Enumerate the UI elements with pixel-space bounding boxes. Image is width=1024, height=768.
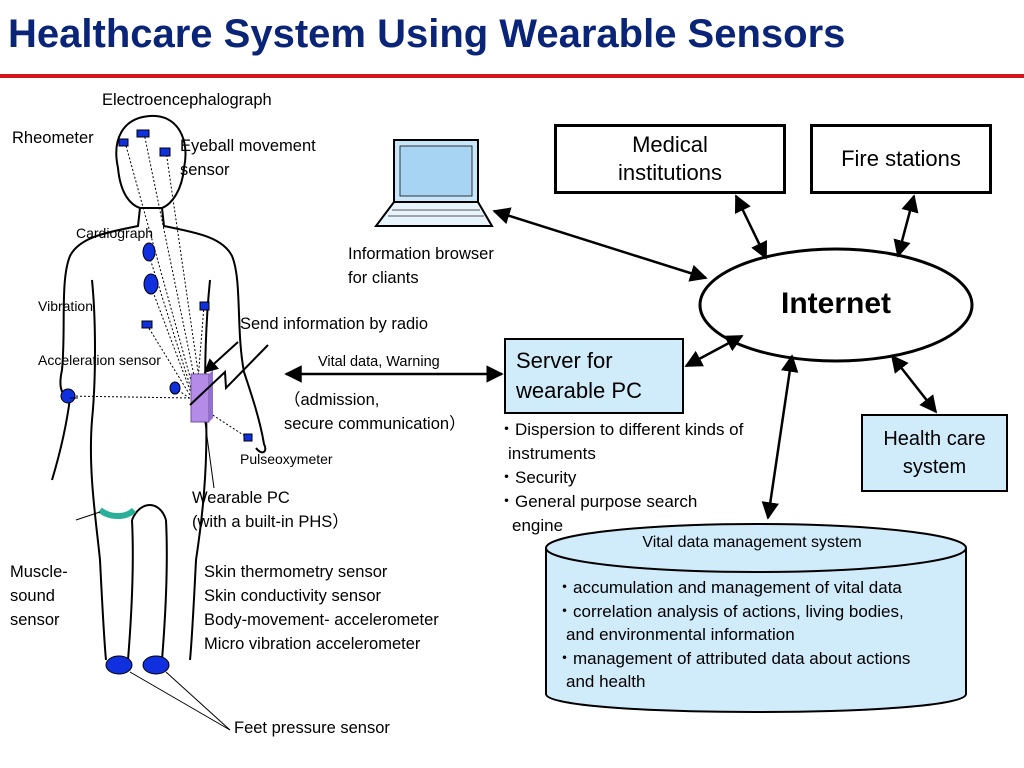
vdm-item: and health: [566, 672, 646, 691]
title-rule: [0, 74, 1024, 78]
label-wearable-pc: Wearable PC (with a built-in PHS）: [192, 486, 349, 534]
wearable-pc-device: [190, 370, 213, 423]
radio-signal-icon: [189, 344, 269, 406]
label-admission: （admission, secure communication）: [284, 388, 466, 436]
human-body-figure: [51, 114, 267, 661]
right-foot-sensor: [142, 655, 170, 675]
label-muscle-sound-sensor: Muscle- sound sensor: [10, 560, 68, 632]
label-wearable-pc-line2: (with a built-in PHS）: [192, 513, 349, 531]
label-feet-pressure-sensor: Feet pressure sensor: [234, 719, 390, 737]
node-fire-stations: Fire stations: [810, 124, 992, 194]
server-feature-item: engine: [512, 516, 564, 535]
label-rheometer: Rheometer: [12, 129, 94, 147]
node-fire-label: Fire stations: [841, 146, 961, 171]
label-information-browser: Information browser for cliants: [348, 242, 494, 290]
label-admission-line2: secure communication）: [284, 415, 466, 433]
eeg-sensor: [136, 129, 150, 138]
label-wearable-pc-line1: Wearable PC: [192, 489, 290, 507]
cardiograph-sensor-2: [143, 273, 159, 295]
node-server-line2: wearable PC: [516, 378, 642, 403]
skin-sensor-item: Skin conductivity sensor: [204, 587, 381, 605]
node-medical-institutions: Medical institutions: [554, 124, 786, 194]
label-muscle-line2: sound: [10, 587, 55, 605]
server-feature-item: instruments: [508, 444, 596, 463]
page-title: Healthcare System Using Wearable Sensors: [8, 12, 846, 56]
vital-data-management-title: Vital data management system: [642, 534, 862, 551]
node-medical-line2: institutions: [618, 160, 722, 185]
muscle-sound-cuff: [98, 507, 137, 519]
label-acceleration-sensor: Acceleration sensor: [38, 352, 161, 368]
label-eyeball-line1: Eyeball movement: [180, 137, 316, 155]
label-electroencephalograph: Electroencephalograph: [102, 91, 272, 109]
left-foot-sensor: [105, 655, 133, 675]
server-feature-list: ・Dispersion to different kinds of instru…: [498, 418, 743, 538]
label-cardiograph: Cardiograph: [76, 225, 154, 241]
label-leaders: [70, 397, 231, 731]
label-browser-line2: for cliants: [348, 269, 419, 287]
connection-arrows: [284, 194, 938, 520]
label-muscle-line3: sensor: [10, 611, 60, 629]
vital-data-cylinder: [545, 523, 967, 713]
node-medical-line1: Medical: [632, 132, 708, 157]
label-eyeball-sensor: Eyeball movement sensor: [180, 134, 316, 182]
vital-data-management-list: ・accumulation and management of vital da…: [556, 576, 910, 694]
vdm-item: ・management of attributed data about act…: [556, 648, 911, 668]
skin-sensor-item: Micro vibration accelerometer: [204, 635, 421, 653]
laptop-icon: [374, 139, 494, 227]
arm-sensor: [199, 301, 210, 311]
node-server-line1: Server for: [516, 348, 613, 373]
skin-sensor-list: Skin thermometry sensor Skin conductivit…: [204, 560, 439, 656]
pulseoxymeter-sensor: [243, 433, 253, 442]
skin-sensor-item: Skin thermometry sensor: [204, 563, 388, 581]
server-feature-item: ・Dispersion to different kinds of: [498, 420, 744, 439]
vdm-item: ・accumulation and management of vital da…: [556, 578, 902, 597]
sensor-markers: [60, 129, 253, 675]
vdm-item: ・correlation analysis of actions, living…: [556, 601, 904, 621]
node-health-care-system: Health care system: [861, 414, 1008, 492]
server-feature-item: ・General purpose search: [498, 492, 698, 511]
server-feature-item: ・Security: [498, 468, 577, 487]
node-internet-label: Internet: [780, 287, 891, 320]
label-admission-line1: （admission,: [284, 391, 380, 409]
vdm-item: and environmental information: [566, 625, 795, 644]
node-health-line1: Health care: [883, 428, 986, 450]
label-vital-data-warning: Vital data, Warning: [318, 354, 440, 370]
skin-sensor-item: Body-movement- accelerometer: [204, 611, 439, 629]
node-health-line2: system: [902, 456, 967, 478]
cardiograph-sensor-1: [142, 242, 156, 262]
label-browser-line1: Information browser: [348, 245, 494, 263]
radio-arrow: [203, 341, 239, 373]
label-send-by-radio: Send information by radio: [240, 315, 429, 333]
vibration-sensor: [141, 320, 153, 329]
wrist-sensor: [60, 388, 76, 404]
label-vibration: Vibration: [38, 298, 94, 314]
rheometer-sensor: [118, 138, 129, 147]
acceleration-sensor: [169, 381, 181, 395]
eyeball-sensor: [159, 147, 171, 157]
label-eyeball-line2: sensor: [180, 161, 230, 179]
internet-ellipse: [698, 247, 974, 363]
label-muscle-line1: Muscle-: [10, 563, 68, 581]
label-pulseoxymeter: Pulseoxymeter: [240, 451, 333, 467]
node-server-for-wearable-pc: Server for wearable PC: [504, 338, 684, 414]
